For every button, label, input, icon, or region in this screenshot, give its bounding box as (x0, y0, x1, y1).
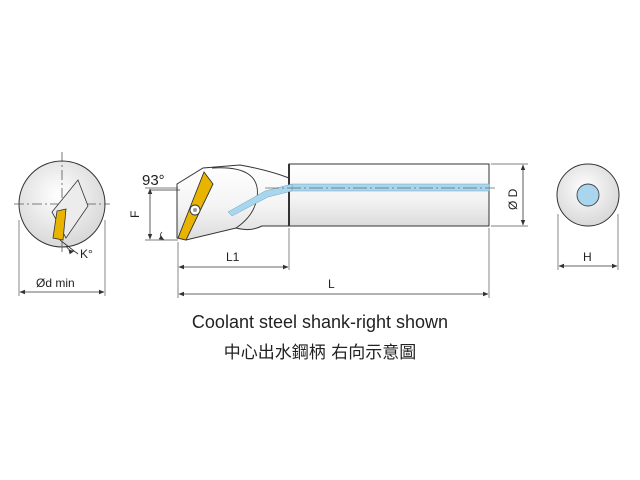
d-label: Ø D (506, 188, 520, 210)
insert-end-view (52, 208, 67, 241)
coolant-branch (227, 183, 293, 217)
insert-screw-core (193, 208, 197, 212)
f-label: F (128, 211, 142, 218)
angle-93-label: 93° (142, 172, 165, 189)
caption-english: Coolant steel shank-right shown (191, 312, 449, 332)
right-end-view: H (556, 163, 620, 270)
left-end-view: K° Ød min (14, 152, 110, 296)
l-label: L (328, 277, 335, 291)
dmin-label: Ød min (36, 276, 75, 290)
angle-93-arc (158, 231, 165, 241)
caption-chinese: 中心出水鋼柄 右向示意圖 (223, 343, 417, 363)
coolant-hole (576, 183, 600, 207)
k-angle-arc (65, 245, 75, 255)
side-view: 93° F L1 L Ø D (128, 163, 528, 298)
k-angle-line (59, 239, 79, 255)
l1-label: L1 (226, 250, 240, 264)
shank-body (288, 163, 490, 227)
h-label: H (583, 250, 592, 264)
k-angle-label: K° (80, 247, 93, 261)
coolant-channel (291, 183, 490, 192)
